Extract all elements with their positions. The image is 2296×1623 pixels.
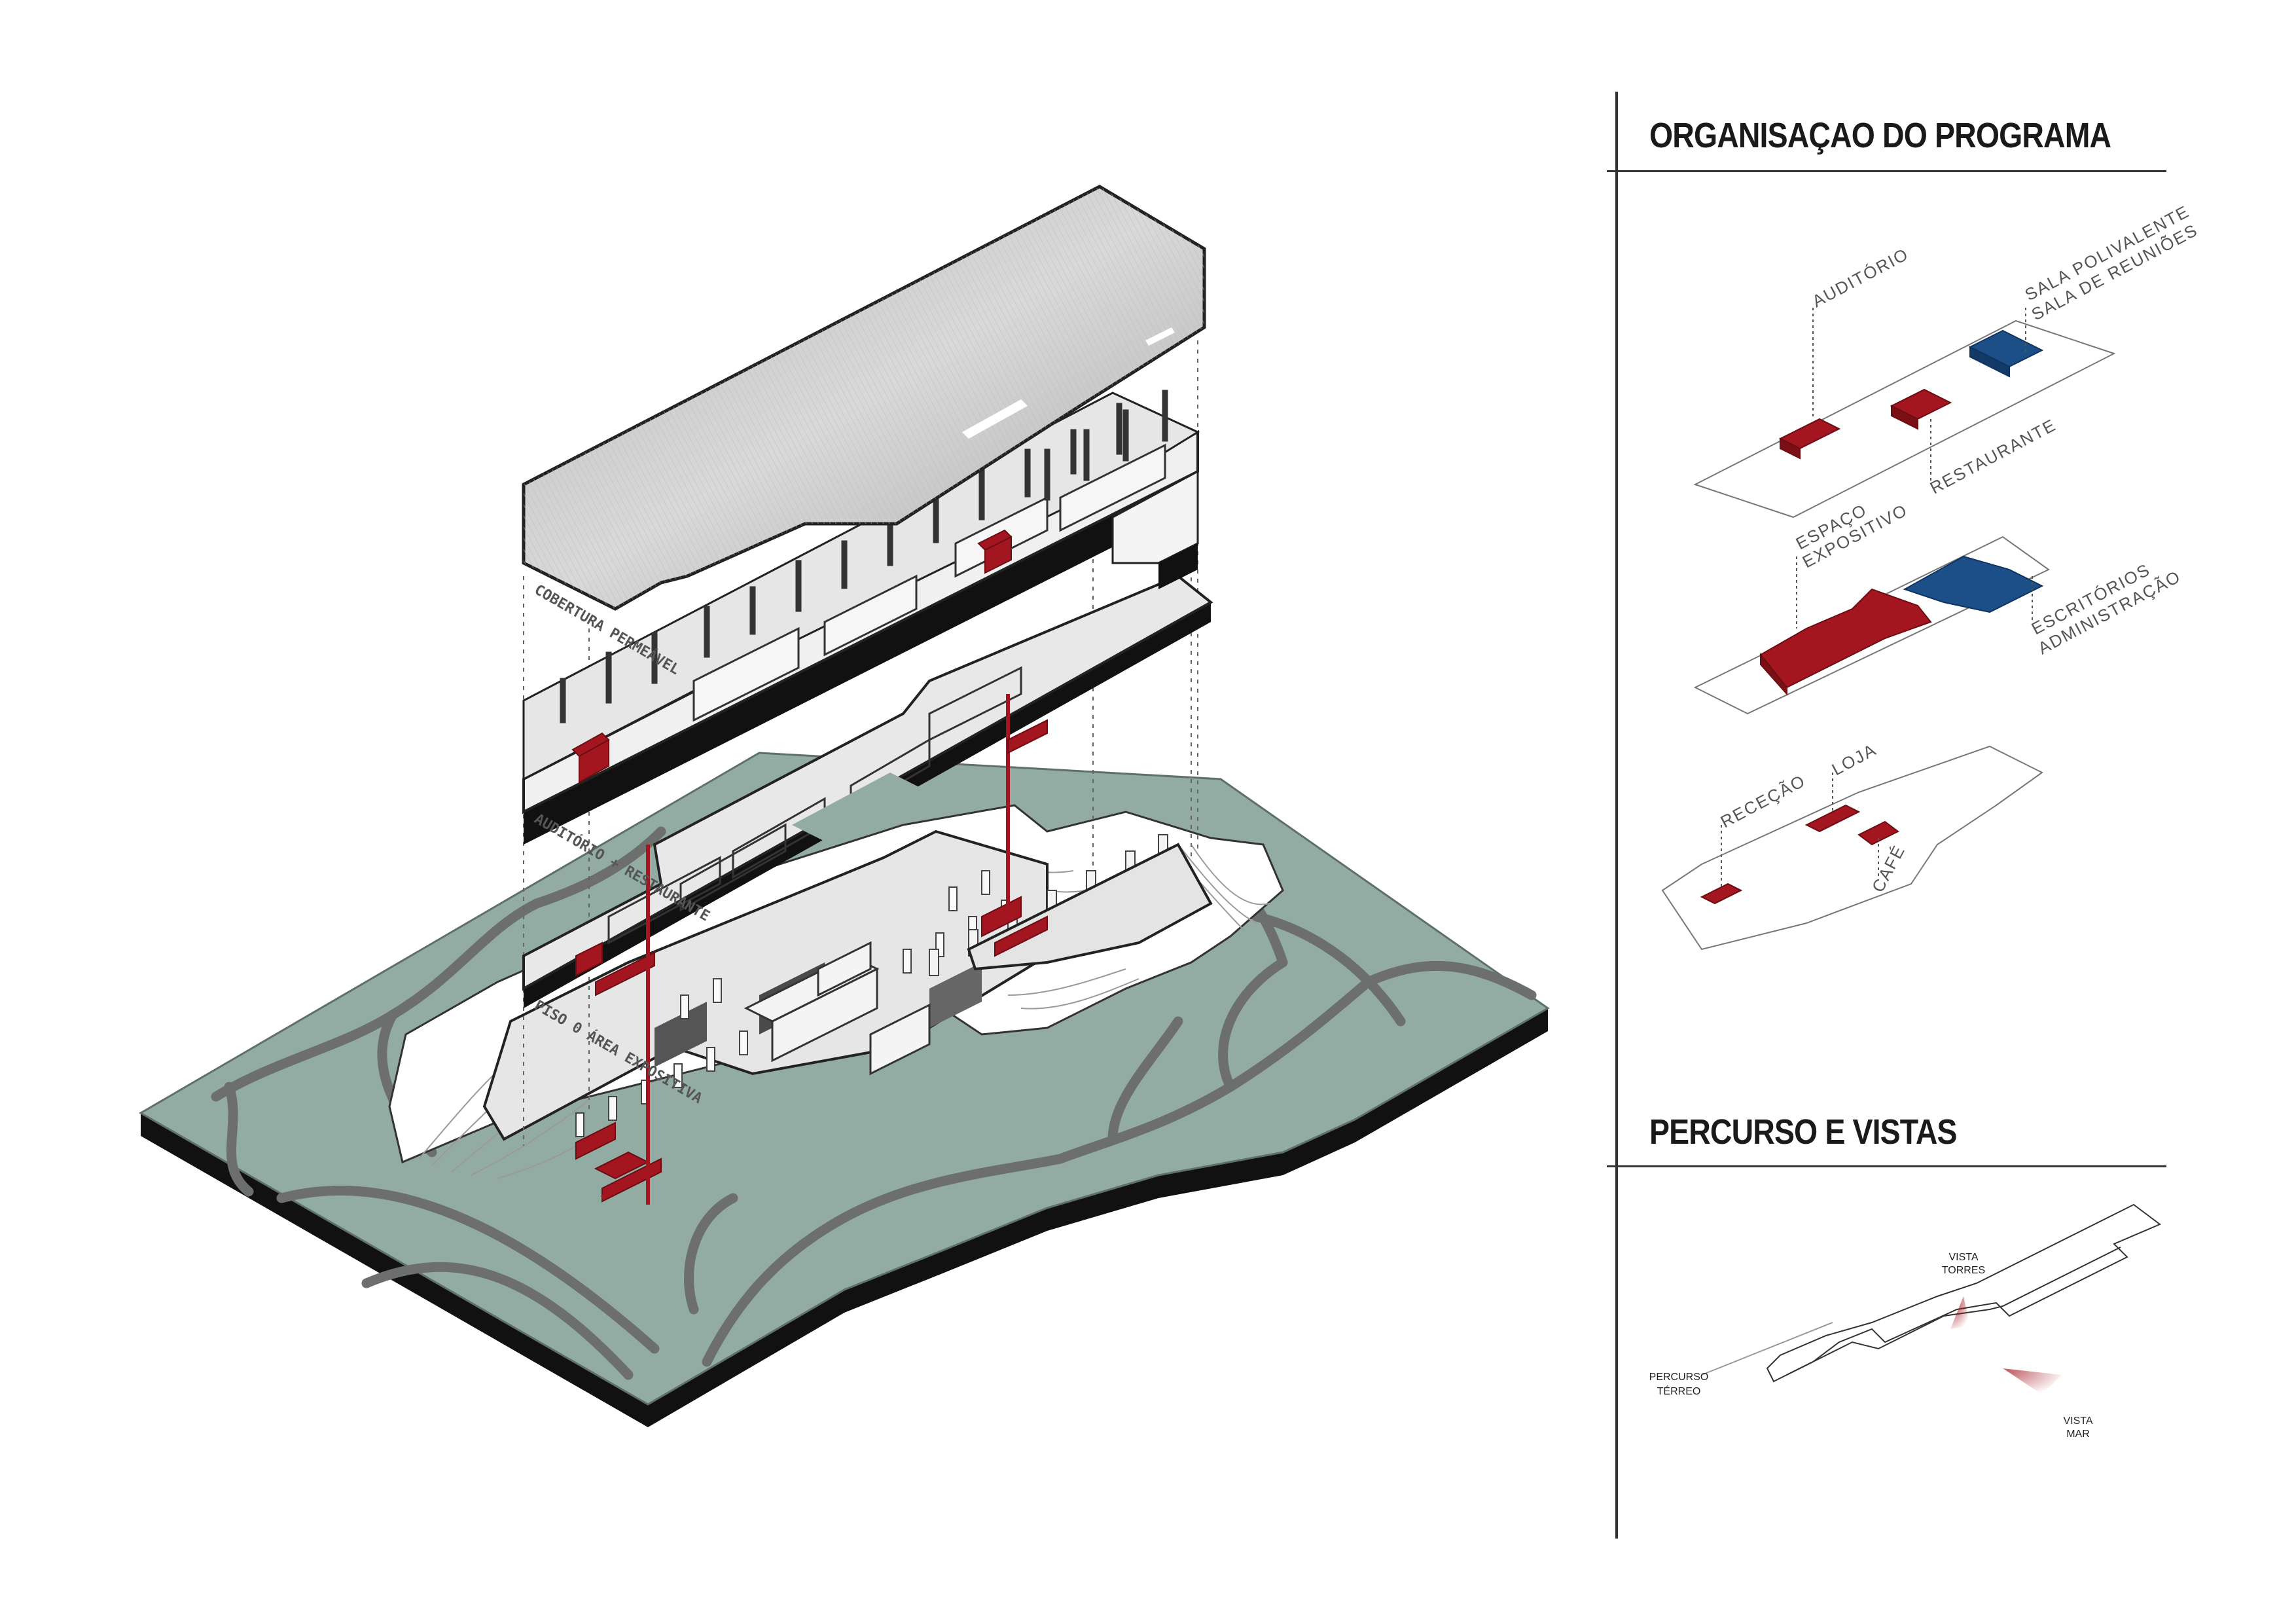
program-title-rule bbox=[1607, 170, 2166, 172]
program-level-ground bbox=[1661, 745, 2043, 951]
panel-divider-vertical bbox=[1615, 92, 1618, 1539]
roof-opening-2 bbox=[1145, 327, 1175, 346]
label-vista-mar-2: MAR bbox=[2066, 1429, 2090, 1440]
roof-opening-1 bbox=[962, 399, 1028, 439]
program-title: ORGANISAÇAO DO PROGRAMA bbox=[1649, 116, 2111, 155]
level-1-fins bbox=[560, 403, 1122, 723]
level-0-red bbox=[575, 896, 1048, 996]
cafe-block bbox=[1857, 820, 1899, 846]
level-1-slab bbox=[522, 392, 1200, 845]
route-line bbox=[1701, 1322, 1833, 1376]
level-0-courtyard bbox=[792, 773, 929, 845]
level-0-slab bbox=[522, 574, 1213, 1205]
route-diagram: PERCURSO TÉRREO VISTA TORRES VISTA MAR bbox=[1649, 1203, 2161, 1440]
level-2-fins bbox=[1044, 390, 1168, 501]
label-percurso: PERCURSO bbox=[1649, 1372, 1709, 1383]
site-slab-edge bbox=[141, 1008, 1548, 1427]
label-vista-torres-2: TORRES bbox=[1942, 1265, 1985, 1276]
route-title: PERCURSO E VISTAS bbox=[1649, 1112, 1958, 1152]
label-vista-mar-1: VISTA bbox=[2063, 1415, 2092, 1427]
route-plan-inner bbox=[1786, 1247, 2121, 1376]
site-block bbox=[139, 752, 1550, 1427]
ground-shadow-1 bbox=[655, 1002, 707, 1067]
roof-volume bbox=[522, 185, 1206, 611]
ground-shadow-3 bbox=[929, 962, 982, 1028]
route-plan bbox=[1766, 1203, 2161, 1383]
route-title-rule bbox=[1607, 1165, 2166, 1167]
escritorios-block bbox=[1903, 555, 2044, 613]
ground-floor-slab bbox=[482, 830, 1049, 1141]
espaco-expositivo-block bbox=[1759, 588, 1932, 689]
ground-volumes bbox=[744, 941, 931, 1076]
level-1-red bbox=[571, 529, 1048, 784]
label-terreo: TÉRREO bbox=[1657, 1385, 1701, 1397]
label-auditorio: AUDITÓRIO bbox=[1809, 244, 1912, 312]
view-cone-towers bbox=[1950, 1296, 1970, 1329]
loja-block bbox=[1804, 804, 1861, 833]
label-loja: LOJA bbox=[1829, 740, 1880, 780]
program-diagram: AUDITÓRIO SALA POLIVALENTE SALA DE REUNI… bbox=[1661, 201, 2201, 951]
label-vista-torres-1: VISTA bbox=[1948, 1252, 1978, 1263]
view-cone-sea bbox=[2003, 1368, 2062, 1395]
rececao-block bbox=[1700, 883, 1743, 905]
